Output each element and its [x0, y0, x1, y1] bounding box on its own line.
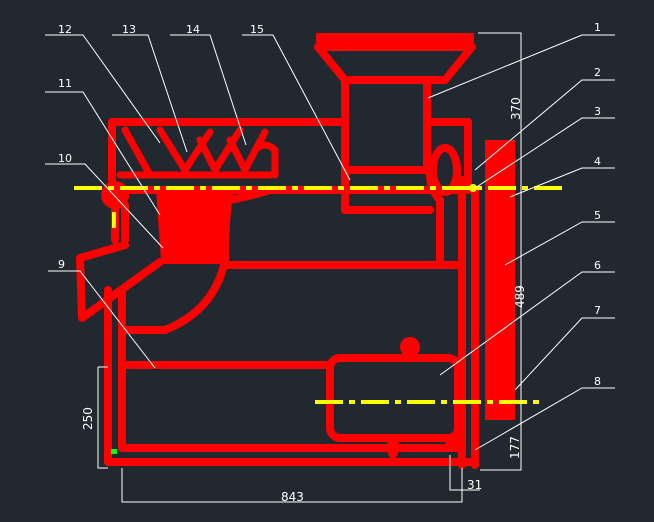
callout-11: 11	[58, 77, 72, 90]
callout-1: 1	[594, 21, 601, 34]
leader-lines	[45, 34, 615, 451]
callout-15: 15	[250, 23, 264, 36]
callout-4: 4	[594, 155, 601, 168]
dimension-lines	[97, 32, 522, 503]
dim-250: 250	[81, 407, 95, 430]
yellow-marker	[112, 212, 116, 228]
green-marker	[111, 449, 117, 454]
lower-frame	[104, 286, 479, 466]
callout-9: 9	[58, 258, 65, 271]
callout-5: 5	[594, 209, 601, 222]
dim-489: 489	[513, 285, 527, 308]
callout-8: 8	[594, 375, 601, 388]
callout-7: 7	[594, 304, 601, 317]
callout-2: 2	[594, 66, 601, 79]
dim-370: 370	[509, 97, 523, 120]
centerlines	[74, 186, 565, 404]
dim-31: 31	[467, 478, 482, 492]
callout-14: 14	[186, 23, 200, 36]
callout-3: 3	[594, 105, 601, 118]
shaft-marker	[469, 184, 477, 192]
crushing-chamber	[121, 186, 464, 334]
motor	[326, 337, 462, 459]
machine-body	[76, 33, 515, 469]
dim-843: 843	[281, 490, 304, 504]
callout-10: 10	[58, 152, 72, 165]
callout-6: 6	[594, 259, 601, 272]
callout-labels: 1 2 3 4 5 6 7 8 9 10 11 12 13 14 15	[58, 21, 601, 388]
callout-12: 12	[58, 23, 72, 36]
dimension-labels: 370 489 177 250 843 31	[81, 97, 527, 504]
dim-177: 177	[508, 436, 522, 459]
screw-flights	[116, 126, 279, 179]
callout-13: 13	[122, 23, 136, 36]
